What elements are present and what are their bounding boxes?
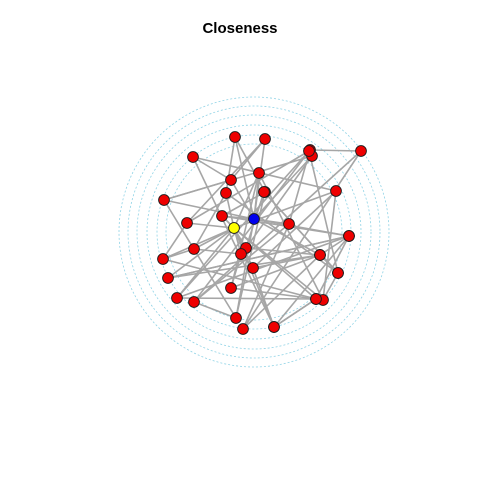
edge-n33-n38 [308,150,339,274]
node-n25 [225,282,237,294]
node-n5 [355,145,367,157]
node-n34 [258,186,270,198]
edge-yellow-n24 [167,227,235,279]
edge-n34-n38 [263,191,339,274]
edge-n28-n33 [176,150,310,299]
edge-n25-n37 [230,287,317,300]
edge-n6-n18 [245,155,313,249]
node-blue [248,213,260,225]
layout-ring-1 [165,143,343,321]
node-n7 [253,167,265,179]
edge-n3-n29 [193,149,311,303]
edge-n3-n5 [309,149,362,152]
edge-n1-n9 [234,136,266,193]
node-n8 [225,174,237,186]
edge-n27-n11 [322,190,337,301]
edge-n9-n13 [221,191,266,217]
node-n36 [314,249,326,261]
edge-n24-n35 [167,235,350,279]
concentric-rings [118,96,390,368]
node-n38 [332,267,344,279]
layout-ring-3 [146,124,362,340]
node-n37 [310,293,322,305]
edge-n31-n26 [273,298,317,328]
edge-n14-n32 [242,223,290,330]
node-n19 [235,248,247,260]
edge-n4-n8 [192,156,232,181]
node-n24 [162,272,174,284]
node-n39 [268,321,280,333]
node-n11 [330,185,342,197]
edge-n29-n30 [193,301,237,319]
node-n29 [188,296,200,308]
layout-ring-5 [127,105,381,359]
edge-n36-n25 [230,254,321,289]
node-n14 [283,218,295,230]
edge-n5-n29 [193,150,362,303]
edge-n8-n12 [163,179,232,201]
node-n13 [216,210,228,222]
edge-n10-n17 [193,192,227,250]
edge-n22-n36 [252,254,321,269]
edge-n26-n28 [176,297,317,300]
node-n35 [343,230,355,242]
node-n28 [171,292,183,304]
node-n4 [187,151,199,163]
node-n30 [230,312,242,324]
node-n20 [157,253,169,265]
edge-n32-n36 [242,254,321,330]
edge-n16-n28 [176,235,350,299]
edge-n14-n29 [193,223,290,303]
edge-n19-n25 [230,253,242,289]
node-n2 [259,133,271,145]
edge-n17-n19 [193,248,242,255]
node-n32 [237,323,249,335]
edge-n15-n20 [162,222,188,260]
layout-ring-6 [118,96,390,368]
node-n10 [220,187,232,199]
node-n22 [247,262,259,274]
node-n15 [181,217,193,229]
edge-n35-n39 [273,235,350,328]
edge-n15-n33 [186,150,310,224]
layout-ring-4 [136,114,372,350]
node-n17 [188,243,200,255]
edge-n21-n24 [167,254,321,279]
node-n33 [303,145,315,157]
edge-yellow-n20 [162,227,235,260]
plot-title: Closeness [202,20,278,37]
edge-n20-n26 [162,258,317,300]
edge-blue-n6 [253,155,313,220]
edge-n7-n25 [230,172,260,289]
node-n1 [229,131,241,143]
node-yellow [228,222,240,234]
node-n12 [158,194,170,206]
node-layer [157,131,367,335]
